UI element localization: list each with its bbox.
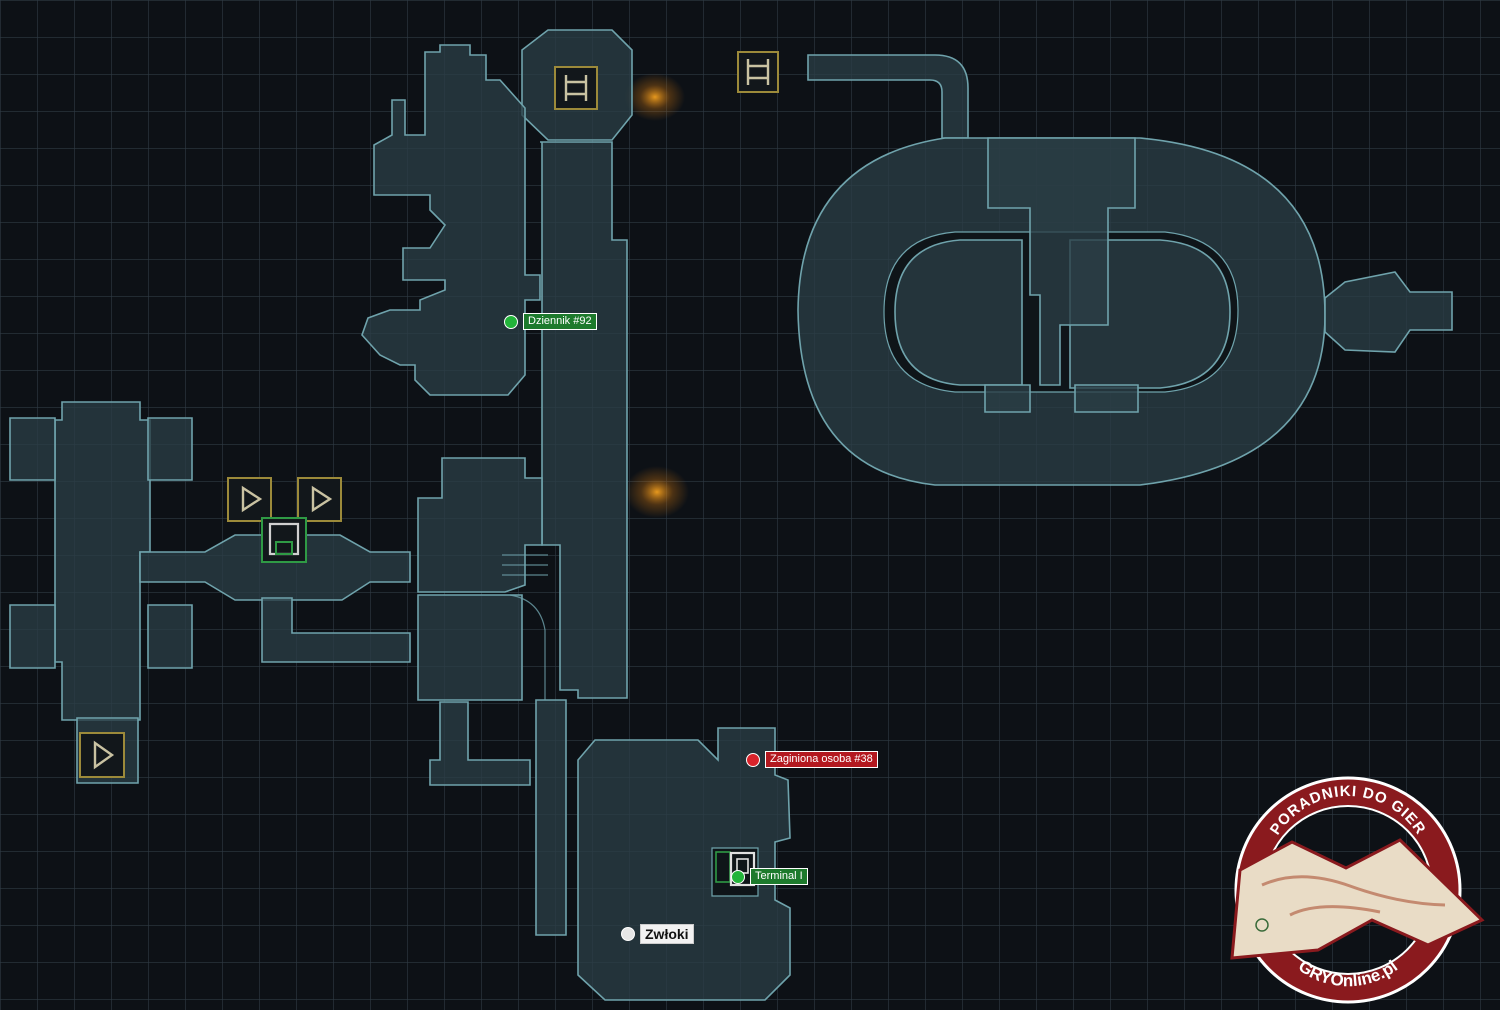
map-marker-missing-person[interactable]: Zaginiona osoba #38	[746, 751, 878, 768]
marker-label: Terminal I	[750, 868, 808, 885]
ladder-icon[interactable]	[737, 51, 779, 93]
green-pin-icon[interactable]	[731, 869, 745, 884]
play-arrow-icon[interactable]	[297, 477, 342, 522]
ladder-icon[interactable]	[554, 66, 598, 110]
green-pin-icon[interactable]	[504, 314, 518, 329]
red-pin-icon[interactable]	[746, 752, 760, 767]
play-arrow-icon[interactable]	[227, 477, 272, 522]
light-glow	[625, 466, 689, 518]
central-complex	[361, 29, 791, 1001]
white-pin-icon[interactable]	[621, 927, 635, 941]
east-ring-station	[797, 54, 1453, 486]
map-marker-terminal[interactable]: Terminal I	[731, 868, 808, 885]
floppy-save-icon[interactable]	[261, 517, 307, 563]
map-marker-log[interactable]: Dziennik #92	[504, 313, 597, 330]
light-glow	[625, 73, 685, 121]
marker-label: Zaginiona osoba #38	[765, 751, 878, 768]
map-marker-corpse[interactable]: Zwłoki	[621, 924, 694, 944]
marker-label: Dziennik #92	[523, 313, 597, 330]
marker-label: Zwłoki	[640, 924, 694, 944]
play-arrow-icon[interactable]	[79, 732, 125, 778]
